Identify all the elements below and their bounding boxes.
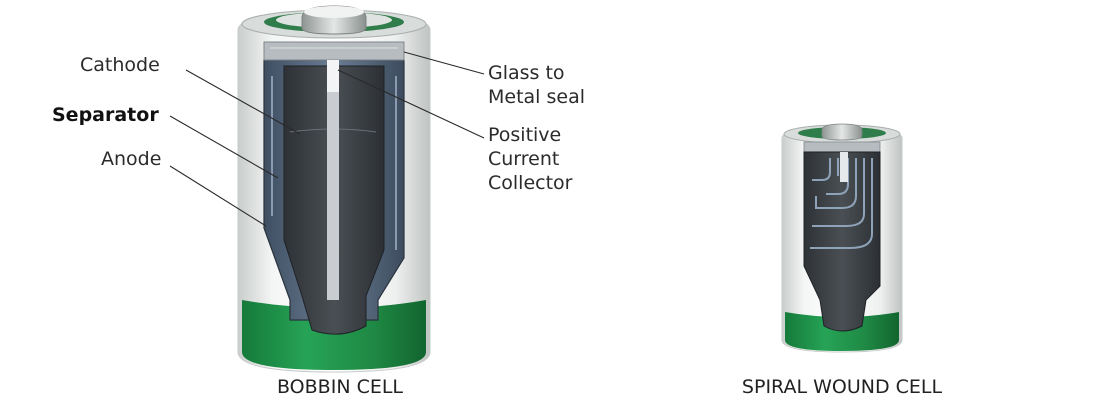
label-cathode: Cathode [80, 54, 160, 76]
spiral-current-collector [840, 152, 848, 182]
label-collector-line2: Current [488, 148, 559, 170]
label-glass-seal-line2: Metal seal [488, 86, 585, 108]
spiral-seal-plate [804, 142, 880, 152]
bobbin-cell [238, 6, 430, 372]
label-collector-line3: Collector [488, 172, 573, 194]
label-collector-line1: Positive [488, 124, 561, 146]
caption-spiral-wound-cell: SPIRAL WOUND CELL [742, 376, 943, 398]
spiral-terminal-cap [822, 124, 862, 140]
bobbin-glass-seal [264, 42, 404, 60]
bobbin-terminal-top [304, 6, 364, 18]
spiral-cell: SPIRAL WOUND CELL [742, 124, 943, 398]
bobbin-current-collector [327, 60, 339, 300]
bobbin-collector-top [327, 60, 339, 92]
caption-bobbin-cell: BOBBIN CELL [277, 376, 403, 398]
label-glass-seal-line1: Glass to [488, 62, 565, 84]
label-separator: Separator [52, 104, 159, 126]
label-anode: Anode [101, 148, 161, 170]
